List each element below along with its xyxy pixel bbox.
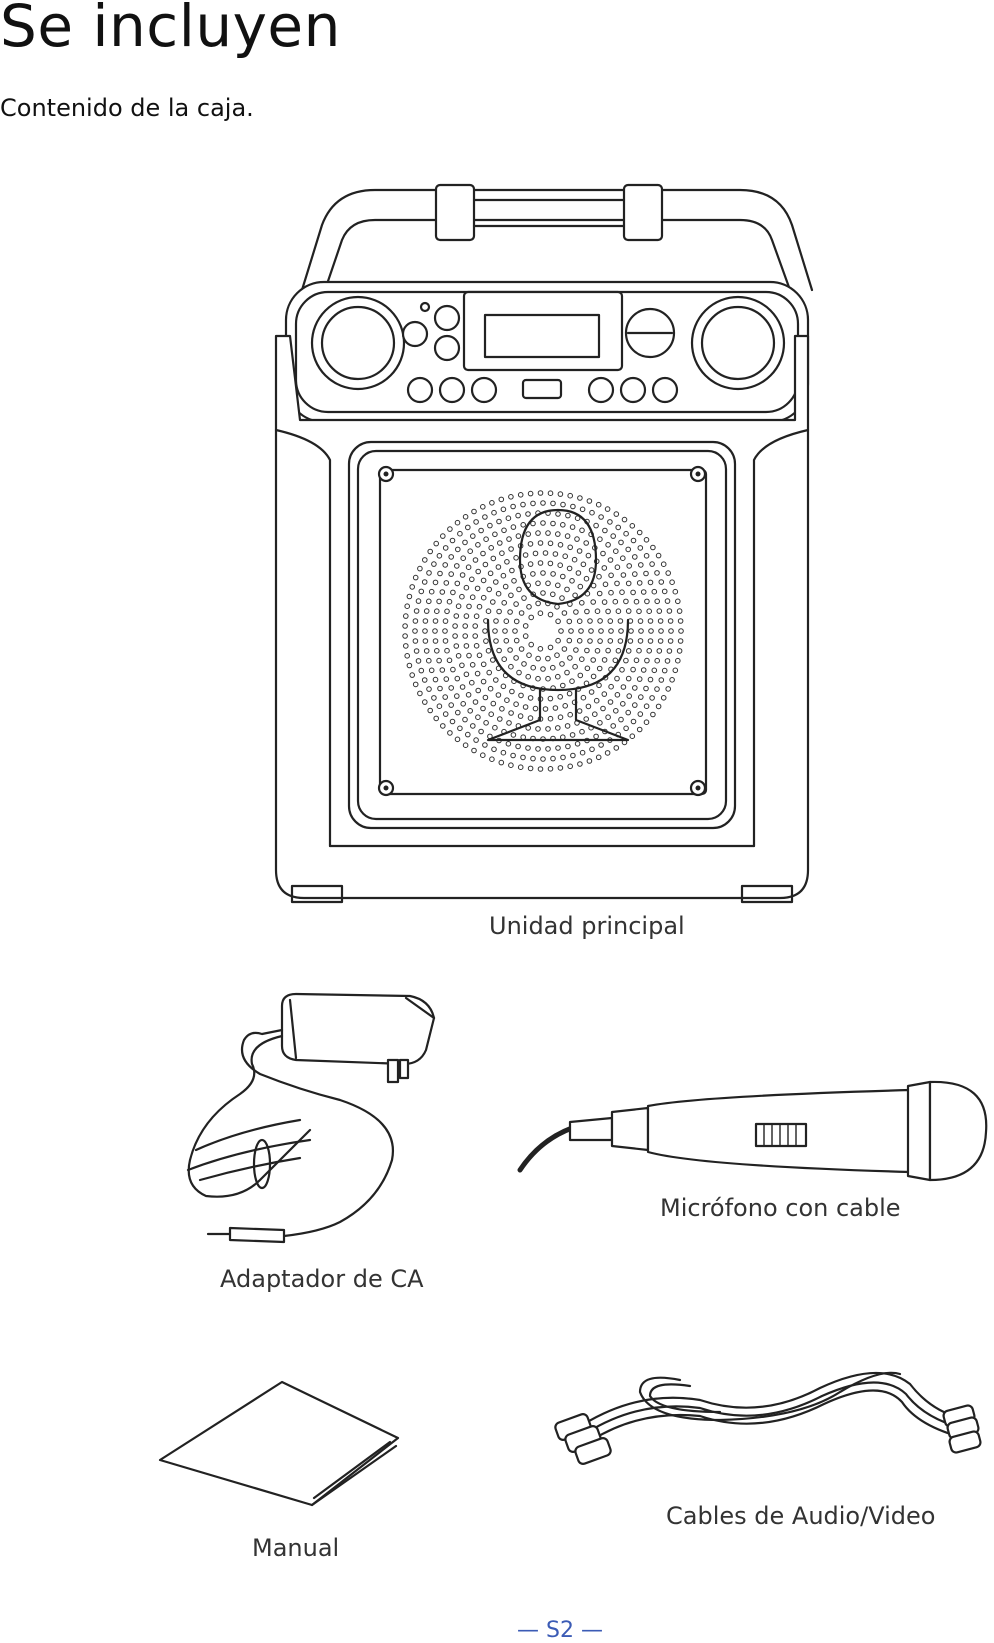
manual-label: Manual xyxy=(252,1534,340,1562)
main-unit-label: Unidad principal xyxy=(489,912,685,940)
page-number: — S2 — xyxy=(517,1618,603,1643)
page-subtitle: Contenido de la caja. xyxy=(0,94,254,122)
karaoke-speaker-icon xyxy=(274,183,814,904)
av-cables-label: Cables de Audio/Video xyxy=(666,1502,936,1530)
page-title: Se incluyen xyxy=(0,0,341,60)
ac-adapter-label: Adaptador de CA xyxy=(220,1265,424,1293)
microphone-label: Micrófono con cable xyxy=(660,1194,901,1222)
